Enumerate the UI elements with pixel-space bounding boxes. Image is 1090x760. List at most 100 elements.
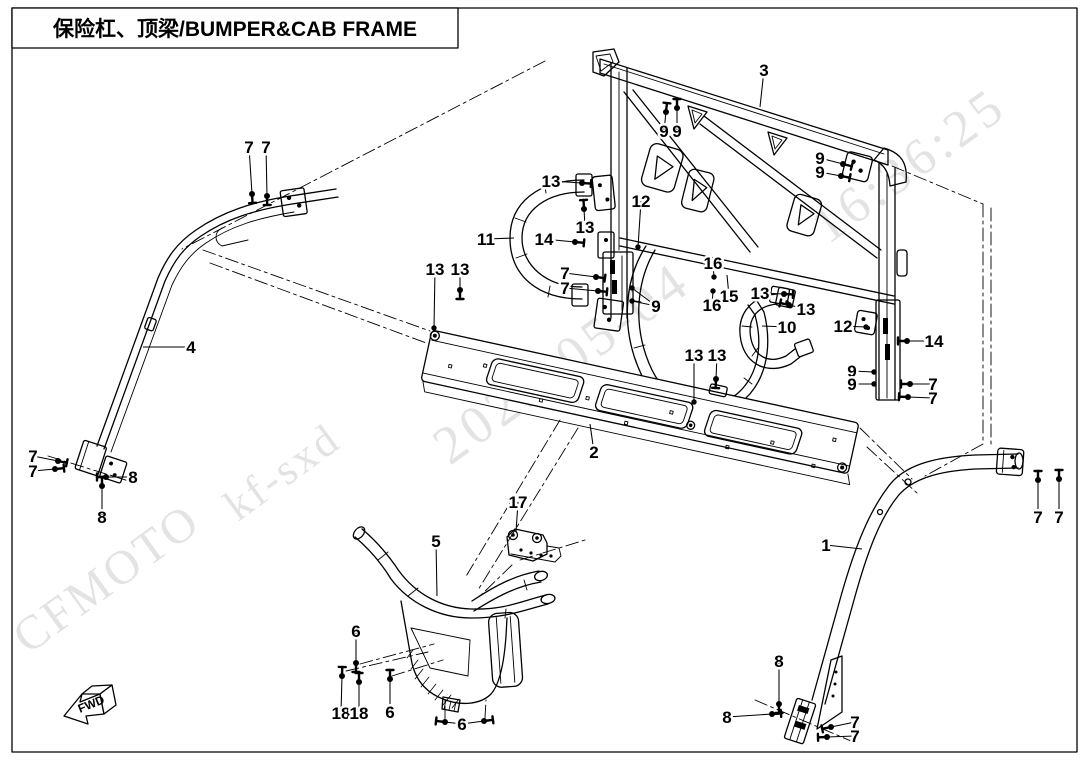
part-number-9: 9 bbox=[651, 297, 660, 316]
gusset-plates bbox=[640, 143, 823, 237]
part-number-7: 7 bbox=[928, 389, 937, 408]
callout-part-9: 9 bbox=[845, 373, 877, 397]
callout-part-6: 6 bbox=[383, 668, 397, 725]
left-pillar bbox=[47, 187, 339, 484]
bolt-head bbox=[849, 161, 854, 171]
part-number-7: 7 bbox=[560, 264, 569, 283]
fastener-dot-icon bbox=[431, 325, 437, 331]
callout-part-12: 12 bbox=[629, 190, 653, 250]
part-number-9: 9 bbox=[847, 375, 856, 394]
fastener-dot-icon bbox=[629, 298, 635, 304]
callout-part-6: 6 bbox=[434, 713, 495, 737]
bolt-shaft bbox=[482, 718, 495, 723]
leader-line bbox=[248, 146, 253, 195]
bolt-head bbox=[820, 724, 825, 734]
callout-part-7: 7 bbox=[242, 136, 258, 205]
callout-part-7: 7 bbox=[26, 460, 66, 484]
bolt-head bbox=[62, 463, 66, 473]
fastener-dot-icon bbox=[635, 244, 641, 250]
callout-part-7: 7 bbox=[816, 725, 862, 749]
watermark-brand: CFMOTO bbox=[3, 493, 210, 664]
part-number-9: 9 bbox=[659, 122, 668, 141]
callout-part-2: 2 bbox=[587, 423, 601, 465]
callout-part-9: 9 bbox=[845, 360, 877, 384]
leader-line bbox=[543, 238, 576, 243]
callout-part-7: 7 bbox=[558, 262, 607, 286]
part-number-5: 5 bbox=[431, 532, 440, 551]
bolt-shaft bbox=[250, 192, 254, 205]
callout-part-9: 9 bbox=[813, 147, 854, 171]
page-title: 保险杠、顶梁/BUMPER&CAB FRAME bbox=[52, 17, 417, 41]
part-number-13: 13 bbox=[542, 172, 561, 191]
callout-part-12: 12 bbox=[831, 315, 869, 339]
part-number-12: 12 bbox=[834, 317, 853, 336]
callout-part-8: 8 bbox=[772, 650, 786, 715]
roof-panel bbox=[421, 330, 859, 485]
bolt-shaft bbox=[573, 240, 586, 245]
bolt-shaft bbox=[434, 719, 447, 724]
callout-part-17: 17 bbox=[506, 491, 530, 533]
bumper-bracket-17 bbox=[506, 528, 562, 563]
leader-line bbox=[819, 171, 842, 177]
bolt-head bbox=[778, 298, 783, 308]
cross-braces bbox=[619, 89, 895, 309]
part-number-13: 13 bbox=[751, 284, 770, 303]
callout-part-9: 9 bbox=[813, 161, 852, 185]
part-number-13: 13 bbox=[426, 260, 445, 279]
leader-line bbox=[583, 208, 586, 228]
callout-part-13: 13 bbox=[778, 298, 818, 322]
callout-part-15: 15 bbox=[717, 274, 741, 309]
callout-part-3: 3 bbox=[757, 59, 771, 108]
part-number-13: 13 bbox=[451, 260, 470, 279]
part-number-1: 1 bbox=[821, 536, 830, 555]
part-number-17: 17 bbox=[509, 493, 528, 512]
part-number-8: 8 bbox=[774, 652, 783, 671]
callout-part-13: 13 bbox=[448, 258, 472, 301]
callout-part-8: 8 bbox=[95, 475, 109, 530]
part-number-9: 9 bbox=[815, 149, 824, 168]
bolt-head bbox=[847, 173, 852, 183]
callout-part-9: 9 bbox=[629, 285, 663, 319]
bolt-head bbox=[662, 101, 672, 105]
bolt-head bbox=[603, 273, 607, 283]
part-number-7: 7 bbox=[1054, 508, 1063, 527]
part-number-11: 11 bbox=[477, 230, 495, 249]
callout-part-18: 18 bbox=[329, 665, 353, 726]
leader-line bbox=[631, 300, 657, 307]
bolt-shaft bbox=[664, 101, 669, 114]
part-number-14: 14 bbox=[535, 230, 554, 249]
part-number-6: 6 bbox=[351, 622, 360, 641]
callout-part-9: 9 bbox=[657, 101, 672, 144]
fastener-dot-icon bbox=[863, 324, 869, 330]
part-number-12: 12 bbox=[632, 192, 651, 211]
part-number-14: 14 bbox=[925, 332, 944, 351]
part-number-18: 18 bbox=[332, 704, 351, 723]
leader-line bbox=[564, 272, 597, 278]
part-number-7: 7 bbox=[28, 447, 37, 466]
leader-line bbox=[461, 720, 485, 725]
front-bumper bbox=[345, 526, 586, 720]
callout-part-7: 7 bbox=[1052, 468, 1066, 530]
part-number-7: 7 bbox=[850, 713, 859, 732]
callout-part-7: 7 bbox=[897, 387, 940, 411]
part-number-8: 8 bbox=[128, 468, 137, 487]
leader-line bbox=[515, 501, 519, 533]
right-pillar bbox=[754, 447, 1025, 745]
leader-line bbox=[819, 157, 844, 165]
bolt-shaft bbox=[841, 162, 853, 168]
roof-beam bbox=[592, 48, 907, 187]
title-box-frame bbox=[11, 7, 459, 49]
bolt-shaft bbox=[839, 174, 852, 179]
leader-line bbox=[265, 146, 268, 197]
callout-part-7: 7 bbox=[558, 277, 609, 301]
leader-line bbox=[433, 268, 436, 329]
bolt-shaft bbox=[770, 712, 783, 716]
part-number-16: 16 bbox=[704, 254, 723, 273]
leader-line bbox=[550, 180, 583, 184]
callout-part-9: 9 bbox=[670, 97, 684, 144]
fastener-dot-icon bbox=[711, 274, 717, 280]
bolt-shaft bbox=[594, 275, 607, 280]
watermark-time: 16:36:25 bbox=[802, 76, 1017, 254]
part-number-7: 7 bbox=[560, 279, 569, 298]
